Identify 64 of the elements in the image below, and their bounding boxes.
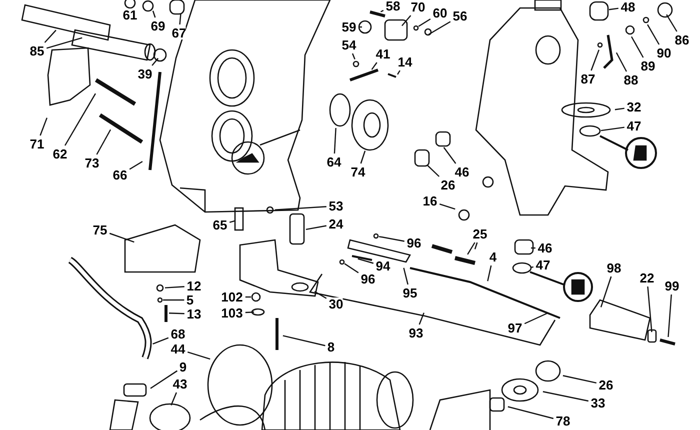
leader-line	[129, 161, 143, 170]
leader-line	[397, 70, 400, 75]
leader-line	[403, 268, 408, 285]
leader-line	[179, 14, 182, 25]
leader-line	[282, 335, 326, 346]
leader-line	[152, 10, 156, 18]
leader-line	[380, 10, 384, 12]
leader-line	[402, 15, 412, 26]
leader-line	[360, 150, 366, 164]
leader-line	[44, 30, 56, 43]
leader-line	[152, 58, 159, 66]
leader-line	[608, 8, 618, 10]
leader-line	[467, 242, 476, 255]
leader-line	[245, 312, 254, 314]
leader-line	[245, 296, 251, 298]
leader-line	[187, 351, 210, 360]
leader-line	[358, 258, 374, 264]
leader-line	[630, 36, 644, 58]
leader-line	[443, 147, 456, 164]
leader-line	[474, 242, 478, 250]
leader-line	[274, 206, 326, 210]
leader-line	[616, 52, 627, 72]
leader-line	[600, 126, 624, 132]
leader-line	[531, 247, 536, 249]
leader-line	[668, 294, 672, 338]
leader-line	[314, 291, 327, 299]
leader-line	[428, 21, 451, 35]
callout-number: 99	[664, 280, 680, 292]
leader-line	[508, 406, 554, 420]
leader-line	[530, 266, 534, 268]
leader-line	[358, 26, 362, 28]
leader-line	[647, 286, 652, 332]
leader-line	[646, 24, 660, 45]
leader-line	[562, 375, 597, 384]
leader-line	[109, 232, 134, 243]
leader-line	[439, 204, 456, 210]
leader-line	[334, 128, 336, 154]
leader-line	[487, 265, 492, 282]
leader-line	[170, 392, 178, 406]
leader-line	[524, 312, 548, 324]
leader-line	[152, 337, 169, 344]
leader-line	[229, 220, 236, 223]
leader-line	[666, 14, 678, 32]
leader-line	[163, 299, 184, 301]
leader-line	[164, 286, 184, 288]
leader-line	[150, 370, 178, 389]
leader-line	[64, 93, 96, 146]
leader-line	[600, 276, 612, 308]
leader-line	[426, 164, 440, 177]
leader-line	[418, 18, 431, 27]
leader-line	[46, 37, 82, 49]
leader-line	[40, 118, 48, 136]
callout-number: 86	[674, 34, 690, 46]
leader-line	[542, 391, 589, 402]
leader-line	[344, 263, 359, 274]
leader-line	[306, 225, 326, 230]
leader-line	[590, 50, 600, 71]
leader-line	[418, 312, 424, 325]
leader-line	[378, 236, 404, 242]
leader-line	[614, 108, 624, 110]
leader-line	[352, 53, 356, 60]
leader-line	[371, 62, 378, 70]
leader-line	[168, 312, 184, 314]
leader-line	[96, 129, 112, 155]
